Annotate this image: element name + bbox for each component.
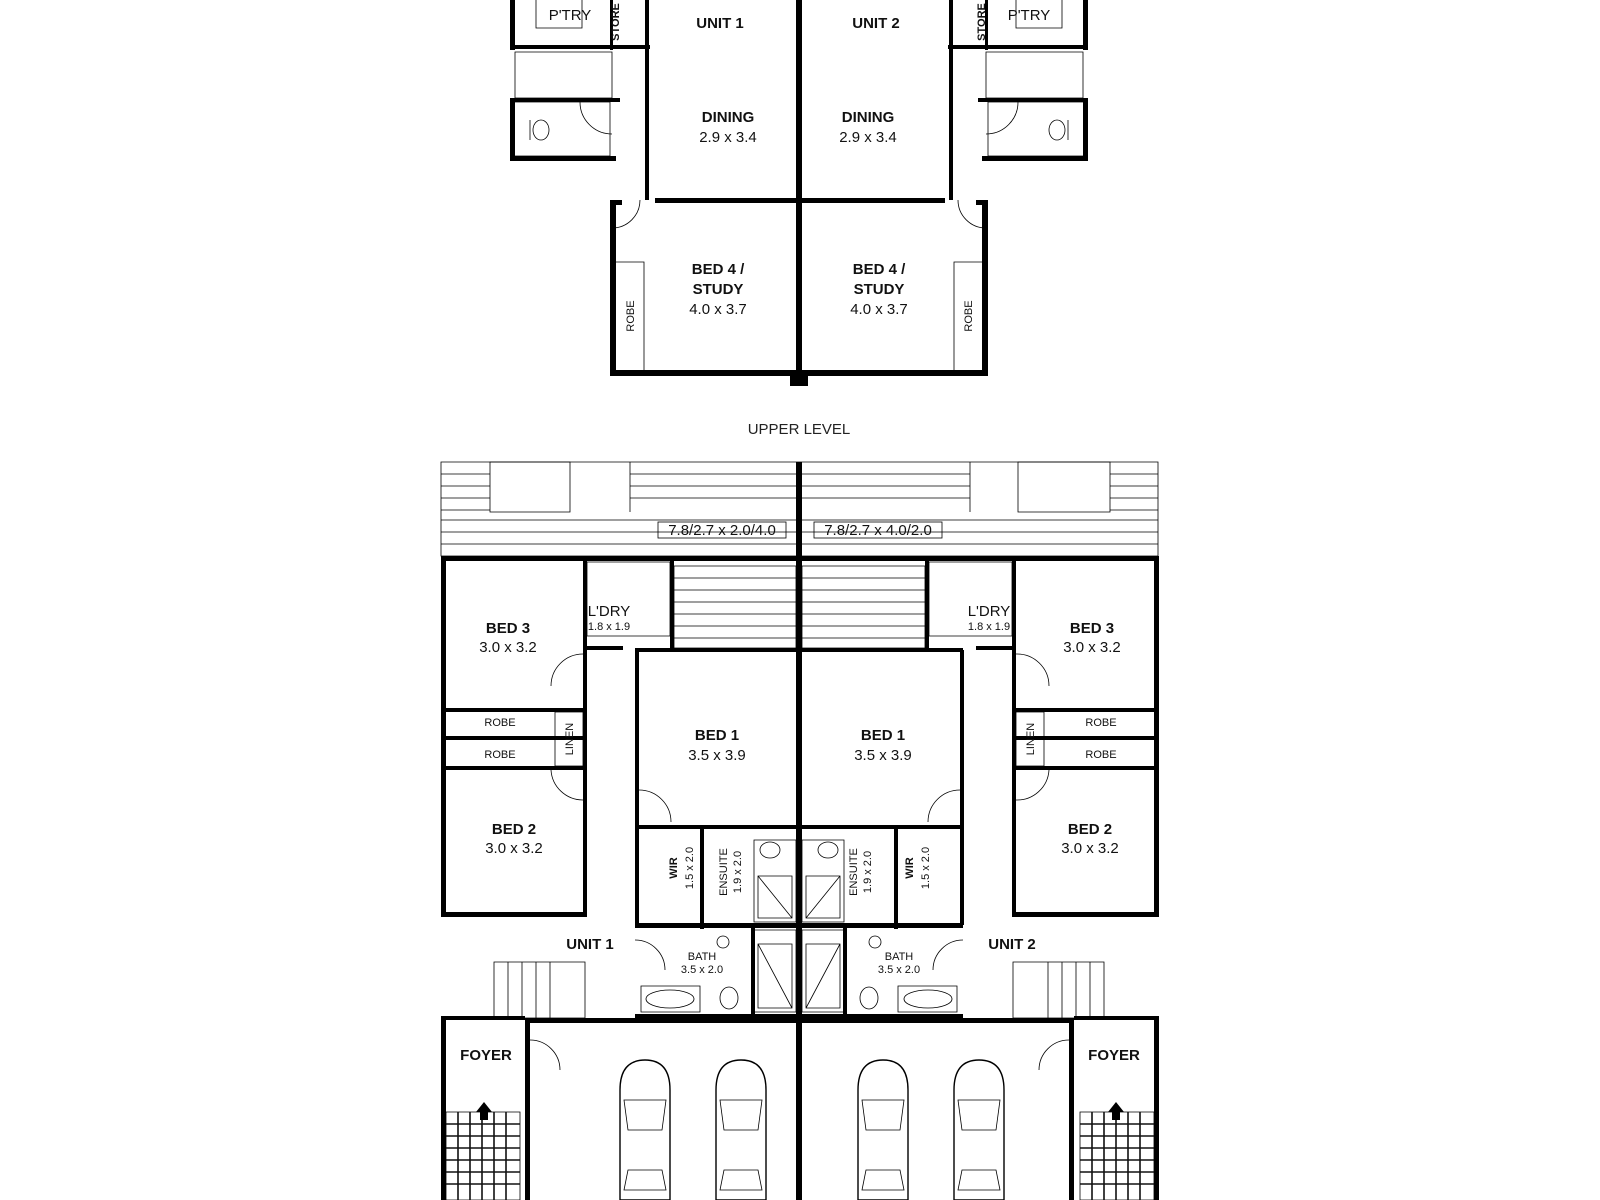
- unit2-wir-name: WIR: [904, 857, 916, 878]
- unit1-lower-label: UNIT 1: [566, 936, 614, 953]
- stair-lower-unit1: [673, 565, 797, 649]
- upper-level-plan: UNIT 1 UNIT 2 P'TRY P'TRY STORE STORE DI…: [510, 0, 1088, 438]
- unit2-upper-label: UNIT 2: [852, 15, 900, 32]
- unit2-laundry-name: L'DRY: [968, 603, 1011, 620]
- unit2-bed1-name: BED 1: [861, 727, 905, 744]
- lower-level-plan: 7.8/2.7 x 2.0/4.0 7.8/2.7 x 4.0/2.0 L'DR…: [440, 461, 1159, 1200]
- unit1-bed4-size: 4.0 x 3.7: [689, 301, 747, 318]
- unit2-laundry-size: 1.8 x 1.9: [968, 621, 1010, 633]
- unit1-bed4-name-line1: BED 4 /: [692, 261, 745, 278]
- unit2-lower-label: UNIT 2: [988, 936, 1036, 953]
- unit2-dining-size: 2.9 x 3.4: [839, 129, 897, 146]
- unit1-upper-robe-label: ROBE: [625, 300, 637, 331]
- unit1-robe-a: ROBE: [484, 717, 515, 729]
- unit2-foyer-label: FOYER: [1088, 1047, 1140, 1064]
- unit2-bed2-name: BED 2: [1068, 821, 1112, 838]
- unit2-bath-size: 3.5 x 2.0: [878, 964, 920, 976]
- unit1-bed2-name: BED 2: [492, 821, 536, 838]
- unit1-bed3-name: BED 3: [486, 620, 530, 637]
- car-icon: [857, 1059, 909, 1200]
- deck-area: [440, 461, 1159, 557]
- unit2-bed4-size: 4.0 x 3.7: [850, 301, 908, 318]
- upper-level-heading: UPPER LEVEL: [748, 421, 851, 438]
- unit1-dining-size: 2.9 x 3.4: [699, 129, 757, 146]
- unit2-bed2-size: 3.0 x 3.2: [1061, 840, 1119, 857]
- unit2-dining-name: DINING: [842, 109, 895, 126]
- unit2-bed4-name-line1: BED 4 /: [853, 261, 906, 278]
- unit1-wir-size: 1.5 x 2.0: [684, 847, 696, 889]
- unit2-robe-b: ROBE: [1085, 749, 1116, 761]
- unit1-laundry-size: 1.8 x 1.9: [588, 621, 630, 633]
- unit2-bed1-size: 3.5 x 3.9: [854, 747, 912, 764]
- unit1-ensuite-name: ENSUITE: [718, 848, 730, 896]
- unit1-foyer-label: FOYER: [460, 1047, 512, 1064]
- unit1-bath-name: BATH: [688, 951, 717, 963]
- unit1-bed1-size: 3.5 x 3.9: [688, 747, 746, 764]
- unit2-bed3-size: 3.0 x 3.2: [1063, 639, 1121, 656]
- stair-upper-unit2: [985, 51, 1084, 99]
- unit1-upper-label: UNIT 1: [696, 15, 744, 32]
- unit1-deck-dims: 7.8/2.7 x 2.0/4.0: [668, 522, 776, 539]
- unit1-dining-name: DINING: [702, 109, 755, 126]
- unit2-bed4-name-line2: STUDY: [854, 281, 905, 298]
- unit2-ensuite-name: ENSUITE: [848, 848, 860, 896]
- unit2-deck-dims: 7.8/2.7 x 4.0/2.0: [824, 522, 932, 539]
- stair-lower-unit2: [801, 565, 926, 649]
- unit1-robe-b: ROBE: [484, 749, 515, 761]
- unit1-bath-size: 3.5 x 2.0: [681, 964, 723, 976]
- unit1-linen: LINEN: [564, 723, 576, 755]
- unit2-pantry-label: P'TRY: [1008, 7, 1051, 24]
- unit1-wir-name: WIR: [668, 857, 680, 878]
- unit1-ensuite-size: 1.9 x 2.0: [732, 851, 744, 893]
- unit1-bed1-name: BED 1: [695, 727, 739, 744]
- unit1-pantry-label: P'TRY: [549, 7, 592, 24]
- foyer-tiles-unit1: [445, 1111, 521, 1200]
- entry-arrow-unit2: [1108, 1102, 1124, 1120]
- foyer-tiles-unit2: [1079, 1111, 1155, 1200]
- unit1-bed4-name-line2: STUDY: [693, 281, 744, 298]
- car-icon: [953, 1059, 1005, 1200]
- car-icon: [715, 1059, 767, 1200]
- car-icon: [619, 1059, 671, 1200]
- stair-entry-unit1: [493, 961, 586, 1019]
- unit2-ensuite-size: 1.9 x 2.0: [862, 851, 874, 893]
- unit2-robe-a: ROBE: [1085, 717, 1116, 729]
- stair-upper-unit1: [514, 51, 613, 99]
- unit2-upper-robe-label: ROBE: [963, 300, 975, 331]
- unit2-bath-name: BATH: [885, 951, 914, 963]
- unit2-wir-size: 1.5 x 2.0: [920, 847, 932, 889]
- unit1-bed3-size: 3.0 x 3.2: [479, 639, 537, 656]
- entry-arrow-unit1: [476, 1102, 492, 1120]
- unit1-laundry-name: L'DRY: [588, 603, 631, 620]
- unit2-linen: LINEN: [1025, 723, 1037, 755]
- unit1-bed2-size: 3.0 x 3.2: [485, 840, 543, 857]
- unit1-store-label: STORE: [610, 3, 622, 41]
- stair-entry-unit2: [1012, 961, 1105, 1019]
- unit2-store-label: STORE: [976, 3, 988, 41]
- unit2-bed3-name: BED 3: [1070, 620, 1114, 637]
